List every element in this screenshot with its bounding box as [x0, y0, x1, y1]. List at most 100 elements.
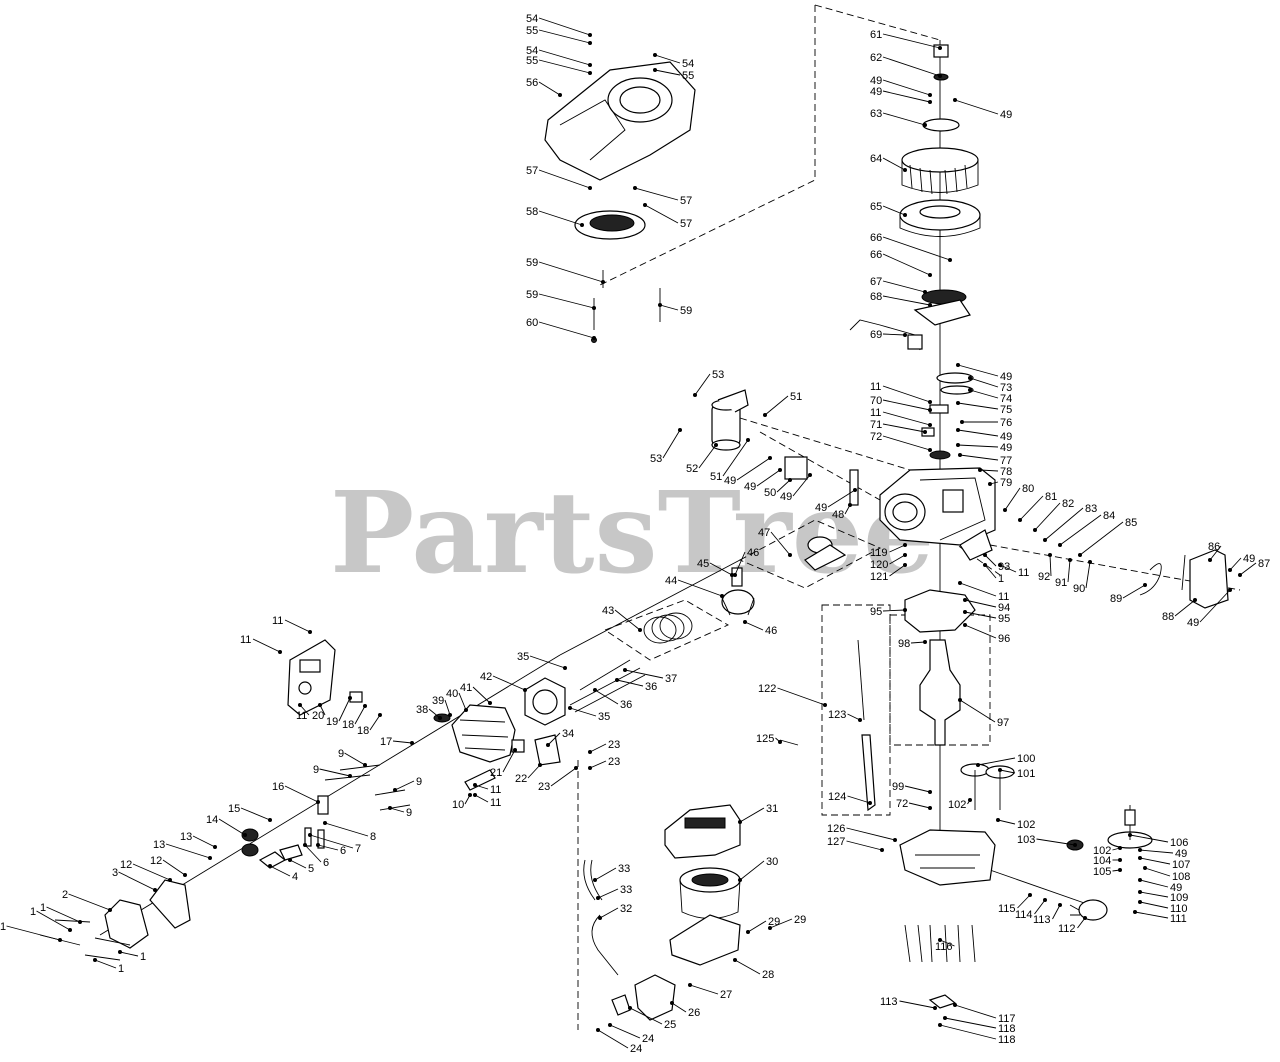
leader-dot — [1208, 558, 1212, 562]
leader-dot — [998, 768, 1002, 772]
leader-line — [1129, 834, 1169, 843]
leader-dot — [823, 703, 827, 707]
leader-dot — [1048, 553, 1052, 557]
part-label: 49 — [780, 491, 792, 503]
leader-dot — [963, 598, 967, 602]
leader-line — [882, 609, 906, 612]
leader-line — [304, 844, 322, 863]
leader-line — [599, 907, 619, 919]
part-label: 51 — [710, 471, 722, 483]
leader-dot — [1138, 856, 1142, 860]
part-label: 11 — [1018, 567, 1029, 579]
leader-dot — [956, 401, 960, 405]
leader-line — [240, 807, 271, 821]
leader-line — [764, 395, 789, 416]
leader-line — [846, 840, 883, 851]
leader-line — [959, 699, 996, 723]
leader-dot — [996, 818, 1000, 822]
leader-line — [722, 439, 749, 477]
part-label: 61 — [870, 29, 882, 41]
leader-line — [977, 757, 1016, 766]
leader-line — [6, 925, 61, 941]
part-label: 91 — [1055, 577, 1067, 589]
leader-dot — [1128, 833, 1132, 837]
leader-dot — [958, 581, 962, 585]
leader-dot — [303, 843, 307, 847]
part-label: 30 — [766, 856, 778, 868]
leader-line — [904, 785, 931, 793]
leader-dot — [968, 798, 972, 802]
part-label: 26 — [688, 1007, 700, 1019]
part-label: 85 — [1125, 517, 1137, 529]
leader-dot — [1138, 878, 1142, 882]
leader-dot — [923, 123, 927, 127]
leader-line — [1199, 589, 1231, 623]
leader-line — [944, 1017, 997, 1029]
leader-line — [957, 364, 999, 377]
leader-line — [394, 780, 415, 791]
part-label: 57 — [680, 218, 692, 230]
part-label: 1 — [30, 906, 36, 918]
part-label: 22 — [515, 773, 527, 785]
part-label: 84 — [1103, 510, 1115, 522]
leader-dot — [68, 928, 72, 932]
part-label: 11 — [870, 381, 881, 393]
part-label: 29 — [794, 914, 806, 926]
leader-dot — [738, 878, 742, 882]
leader-line — [309, 834, 354, 849]
leader-dot — [956, 428, 960, 432]
leader-dot — [958, 453, 962, 457]
part-label: 125 — [756, 733, 774, 745]
part-label: 24 — [630, 1043, 642, 1055]
leader-dot — [268, 864, 272, 868]
leader-line — [538, 321, 595, 339]
leader-line — [957, 429, 999, 437]
leader-line — [634, 187, 679, 201]
leader-dot — [983, 553, 987, 557]
part-label: 90 — [1073, 583, 1085, 595]
part-label: 33 — [618, 863, 630, 875]
leader-line — [1122, 584, 1146, 599]
part-label: 36 — [645, 681, 657, 693]
leader-line — [739, 860, 765, 881]
leader-dot — [1143, 583, 1147, 587]
part-label: 75 — [1000, 404, 1012, 416]
leader-dot — [513, 748, 517, 752]
part-label: 36 — [620, 699, 632, 711]
part-label: 127 — [827, 836, 845, 848]
leader-dot — [733, 958, 737, 962]
leader-dot — [928, 790, 932, 794]
part-label: 18 — [357, 725, 369, 737]
leader-dot — [933, 1006, 937, 1010]
part-label: 63 — [870, 108, 882, 120]
leader-dot — [763, 413, 767, 417]
part-label: 108 — [1172, 871, 1190, 883]
part-label: 57 — [526, 165, 538, 177]
part-label: 92 — [1038, 571, 1050, 583]
leader-line — [1144, 867, 1171, 877]
leader-dot — [976, 763, 980, 767]
leader-line — [1034, 502, 1061, 531]
leader-dot — [592, 306, 596, 310]
leader-dot — [588, 71, 592, 75]
part-label: 59 — [526, 257, 538, 269]
part-label: 6 — [323, 857, 329, 869]
part-label: 40 — [446, 688, 458, 700]
part-label: 69 — [870, 329, 882, 341]
part-label: 54 — [526, 13, 538, 25]
leader-line — [597, 888, 619, 899]
leader-line — [474, 794, 489, 803]
part-label: 14 — [206, 814, 218, 826]
leader-dot — [1118, 846, 1122, 850]
leader-dot — [858, 718, 862, 722]
leader-line — [689, 984, 719, 995]
leader-line — [882, 435, 931, 451]
leader-dot — [213, 845, 217, 849]
leader-line — [882, 56, 941, 77]
part-label: 27 — [720, 989, 732, 1001]
leader-dot — [768, 926, 772, 930]
part-label: 12 — [150, 855, 162, 867]
part-label: 11 — [272, 615, 283, 627]
leader-dot — [893, 838, 897, 842]
part-label: 9 — [416, 776, 422, 788]
